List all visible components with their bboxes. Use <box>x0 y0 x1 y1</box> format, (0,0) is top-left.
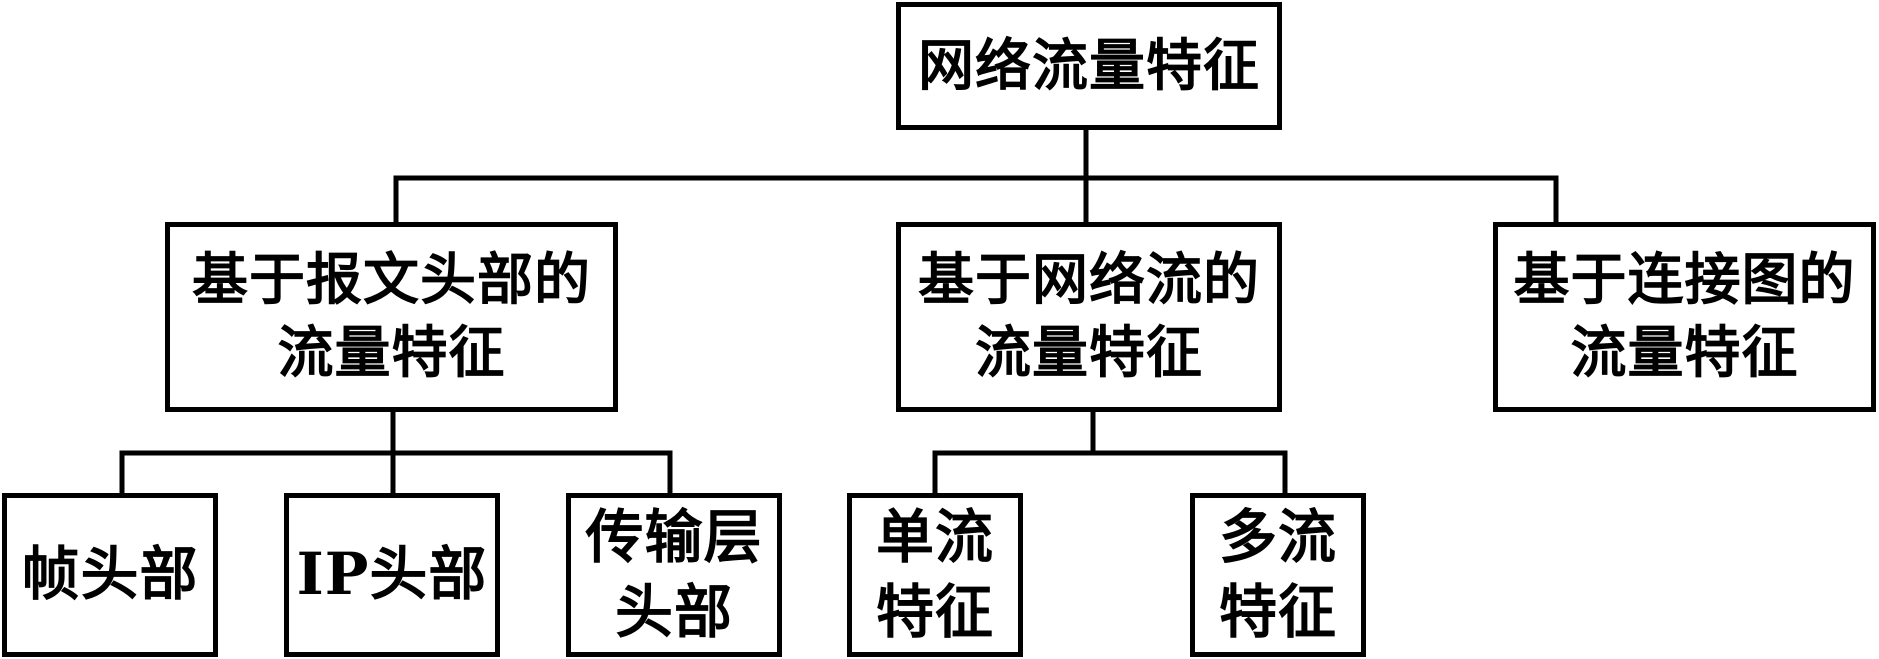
connector-root-to-categories <box>393 127 1559 225</box>
category-node-network-flow: 基于网络流的 流量特征 <box>896 222 1282 412</box>
leaf-node-label: 帧头部 <box>21 540 199 609</box>
root-node: 网络流量特征 <box>896 2 1282 130</box>
leaf-node-frame-header: 帧头部 <box>2 493 218 657</box>
leaf-node-single-flow: 单流 特征 <box>847 493 1023 657</box>
leaf-node-ip-header: IP头部 <box>284 493 500 657</box>
connector-packet-to-children <box>119 409 673 496</box>
root-node-label: 网络流量特征 <box>918 32 1260 99</box>
leaf-node-label: 多流 特征 <box>1218 502 1337 646</box>
leaf-node-label: 单流 特征 <box>875 502 994 646</box>
category-node-label: 基于报文头部的 流量特征 <box>192 247 591 386</box>
category-node-label: 基于连接图的 流量特征 <box>1513 247 1856 386</box>
leaf-node-transport-header: 传输层 头部 <box>566 493 782 657</box>
category-node-connection-graph: 基于连接图的 流量特征 <box>1493 222 1876 412</box>
category-node-packet-header: 基于报文头部的 流量特征 <box>165 222 618 412</box>
category-node-label: 基于网络流的 流量特征 <box>918 247 1260 386</box>
leaf-node-multi-flow: 多流 特征 <box>1190 493 1366 657</box>
connector-flow-to-children <box>932 409 1288 496</box>
leaf-node-label: IP头部 <box>296 540 488 609</box>
leaf-node-label: 传输层 头部 <box>585 502 763 646</box>
